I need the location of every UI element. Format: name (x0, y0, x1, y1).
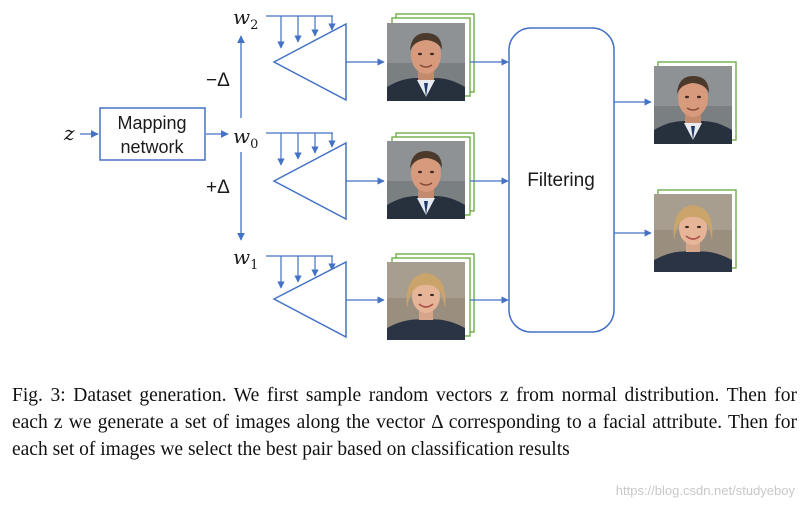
mapping-label-line2: network (120, 137, 184, 157)
female-face-thumbnail (654, 194, 732, 272)
female-face-thumbnail (387, 262, 465, 340)
minus-delta-label: −Δ (206, 70, 230, 91)
triangle-generator-icon (272, 260, 347, 339)
w0-label: w0 (233, 124, 258, 152)
w1-label: w1 (233, 245, 258, 273)
output-image-top (654, 61, 737, 144)
output-image-bottom (654, 189, 737, 272)
filtering-box (508, 27, 615, 333)
generator-middle (266, 132, 385, 221)
generator-top (266, 15, 385, 102)
triangle-generator-icon (272, 141, 347, 221)
z-label: z (63, 121, 75, 145)
male-face-thumbnail (387, 141, 465, 219)
image-stack-top (387, 13, 475, 101)
plus-delta-label: +Δ (206, 177, 230, 198)
figure-caption: Fig. 3: Dataset generation. We first sam… (12, 385, 797, 460)
image-stack-bottom (387, 253, 475, 340)
image-stack-middle (387, 132, 475, 219)
generator-bottom (266, 255, 385, 339)
filtering-label: Filtering (527, 170, 595, 191)
mapping-label-line1: Mapping (117, 113, 186, 133)
w2-label: w2 (233, 5, 258, 33)
watermark: https://blog.csdn.net/studyeboy (615, 483, 795, 498)
male-face-thumbnail (387, 23, 465, 101)
male-face-thumbnail (654, 66, 732, 144)
triangle-generator-icon (272, 22, 347, 102)
mapping-network-box (99, 107, 206, 161)
